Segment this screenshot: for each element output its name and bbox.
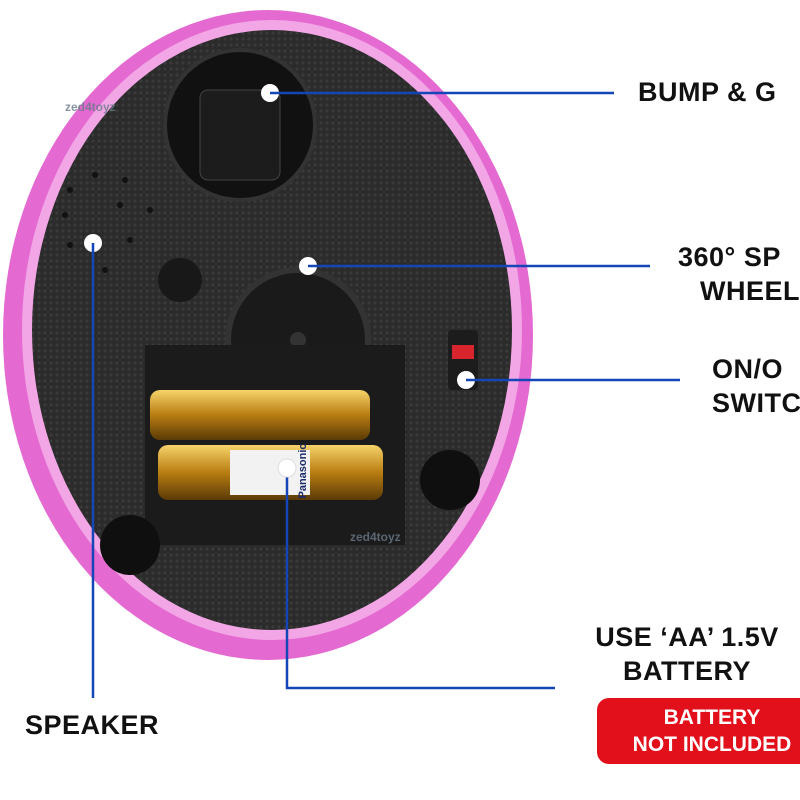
watermark: zed4toyz — [65, 100, 116, 114]
label-battery: USE ‘AA’ 1.5V BATTERY — [582, 620, 792, 688]
label-on-off-switch: ON/O SWITC — [712, 352, 800, 420]
label-line: WHEEL — [700, 276, 800, 306]
label-360-wheel: 360° SP WHEEL — [678, 240, 800, 308]
watermark: zed4toyz — [350, 530, 401, 544]
label-line: USE ‘AA’ 1.5V — [595, 622, 779, 652]
battery-1 — [150, 390, 370, 440]
label-line: SWITC — [712, 388, 800, 418]
label-bump-and-go: BUMP & G — [638, 77, 777, 107]
label-line: 360° SP — [678, 242, 781, 272]
badge-line: BATTERY — [663, 706, 761, 729]
badge-line: NOT INCLUDED — [632, 733, 792, 756]
battery-not-included-badge: BATTERY NOT INCLUDED — [597, 698, 800, 764]
label-line: ON/O — [712, 354, 784, 384]
label-speaker: SPEAKER — [25, 710, 160, 740]
pointer-lines — [91, 91, 680, 698]
battery-brand-label: Panasonic — [297, 443, 309, 499]
label-line: BATTERY — [623, 656, 751, 686]
